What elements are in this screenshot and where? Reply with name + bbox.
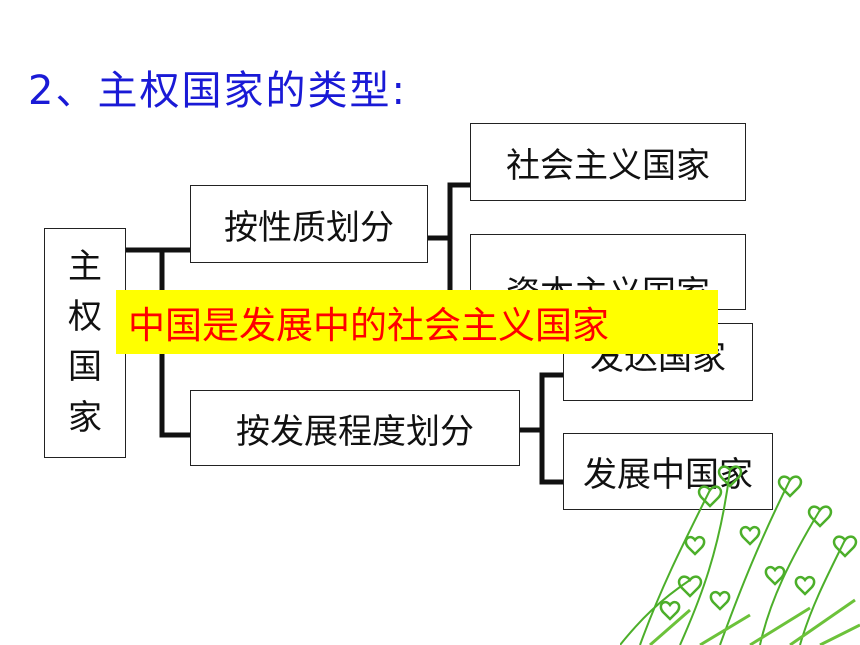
dev-developed-connector <box>517 372 566 433</box>
branch-by-nature: 按性质划分 <box>190 185 428 263</box>
root-char-2: 权 <box>68 296 102 337</box>
root-char-4: 家 <box>68 397 102 438</box>
leaf-socialist-state: 社会主义国家 <box>470 123 746 201</box>
root-char-1: 主 <box>68 246 102 287</box>
branch-by-development: 按发展程度划分 <box>190 390 520 466</box>
grass-hearts-decoration-icon <box>620 465 860 645</box>
dev-developing-connector <box>539 427 566 485</box>
leaf-developing-country: 发展中国家 <box>563 433 773 510</box>
nature-social-connector <box>425 182 473 241</box>
root-char-3: 国 <box>68 347 102 388</box>
highlight-banner: 中国是发展中的社会主义国家 <box>116 290 718 354</box>
root-box-sovereign-state: 主 权 国 家 <box>44 228 126 458</box>
slide-title: 2、主权国家的类型: <box>28 68 407 114</box>
